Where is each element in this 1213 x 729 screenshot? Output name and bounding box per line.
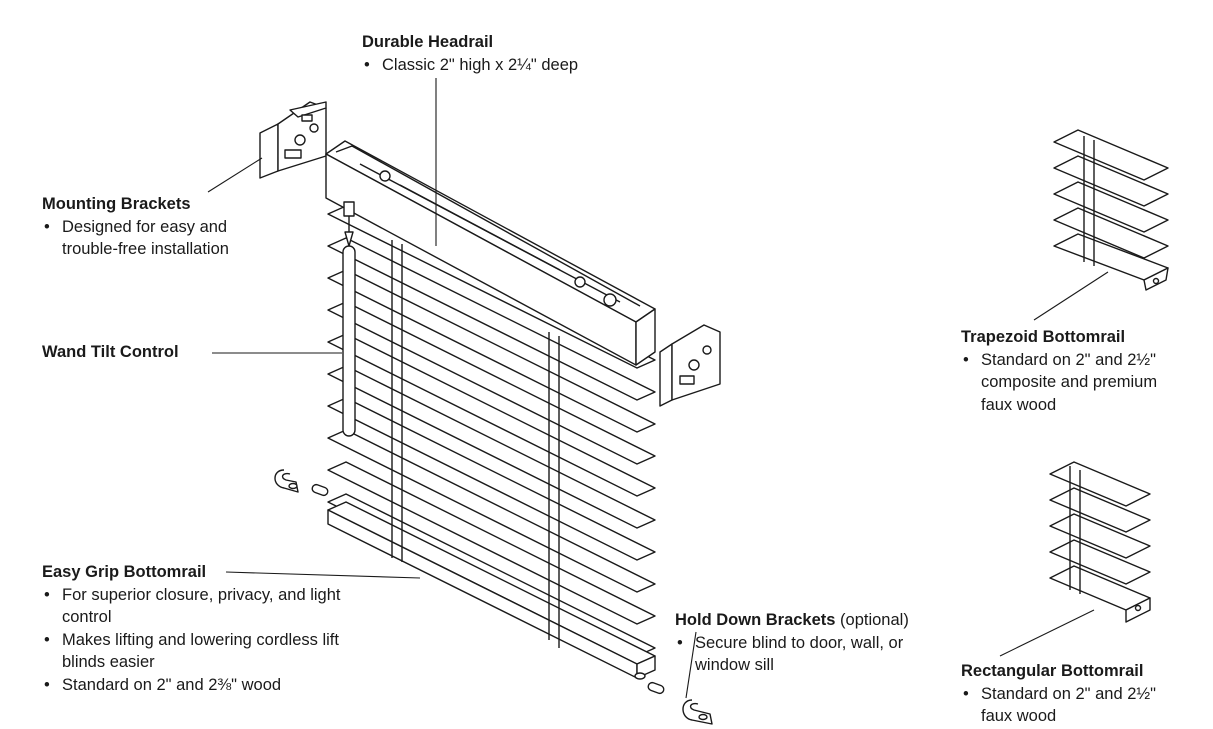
hold-down-bracket-left	[274, 469, 329, 497]
holddown-bullet: Secure blind to door, wall, or window si…	[675, 632, 950, 677]
easygrip-title: Easy Grip Bottomrail	[42, 563, 207, 581]
trapezoid-title: Trapezoid Bottomrail	[961, 328, 1126, 346]
easy-grip-bottomrail-part	[327, 501, 656, 680]
headrail-title: Durable Headrail	[362, 33, 494, 51]
easygrip-bullet-1: For superior closure, privacy, and light…	[42, 584, 352, 629]
trapezoid-bullet: Standard on 2" and 2½" composite and pre…	[961, 349, 1191, 417]
headrail-bullet: Classic 2" high x 2¼" deep	[362, 54, 578, 77]
holddown-bullets: Secure blind to door, wall, or window si…	[675, 632, 950, 677]
trapezoid-callout: Trapezoid Bottomrail Standard on 2" and …	[961, 326, 1191, 416]
trapezoid-bottomrail-detail	[1053, 129, 1169, 291]
easygrip-bullet-2: Makes lifting and lowering cordless lift…	[42, 629, 352, 674]
easygrip-callout: Easy Grip Bottomrail For superior closur…	[42, 561, 352, 696]
easygrip-bullets: For superior closure, privacy, and light…	[42, 584, 352, 697]
headrail-part	[325, 140, 656, 366]
wand-title: Wand Tilt Control	[42, 343, 179, 361]
hold-down-bracket-right	[647, 681, 713, 725]
rectangular-callout: Rectangular Bottomrail Standard on 2" an…	[961, 660, 1161, 728]
rectangular-bullets: Standard on 2" and 2½" faux wood	[961, 683, 1161, 728]
easygrip-bullet-3: Standard on 2" and 2⅜" wood	[42, 674, 352, 697]
rectangular-bottomrail-detail	[1049, 461, 1151, 623]
holddown-title: Hold Down Brackets	[675, 611, 836, 629]
trapezoid-bullets: Standard on 2" and 2½" composite and pre…	[961, 349, 1191, 417]
wand-callout: Wand Tilt Control	[42, 341, 179, 364]
wand-part	[342, 201, 356, 437]
rectangular-title: Rectangular Bottomrail	[961, 662, 1144, 680]
rectangular-bullet: Standard on 2" and 2½" faux wood	[961, 683, 1161, 728]
headrail-callout: Durable Headrail Classic 2" high x 2¼" d…	[362, 31, 578, 76]
mounting-title: Mounting Brackets	[42, 195, 191, 213]
ladder-cords	[391, 240, 560, 648]
holddown-callout: Hold Down Brackets (optional) Secure bli…	[675, 609, 950, 677]
mounting-bullet: Designed for easy and trouble-free insta…	[42, 216, 272, 261]
holddown-note: (optional)	[835, 611, 909, 629]
right-mounting-bracket	[659, 324, 721, 407]
mounting-callout: Mounting Brackets Designed for easy and …	[42, 193, 272, 261]
holddown-heading: Hold Down Brackets (optional)	[675, 609, 950, 632]
headrail-bullets: Classic 2" high x 2¼" deep	[362, 54, 578, 77]
mounting-bullets: Designed for easy and trouble-free insta…	[42, 216, 272, 261]
left-mounting-bracket	[259, 101, 327, 179]
